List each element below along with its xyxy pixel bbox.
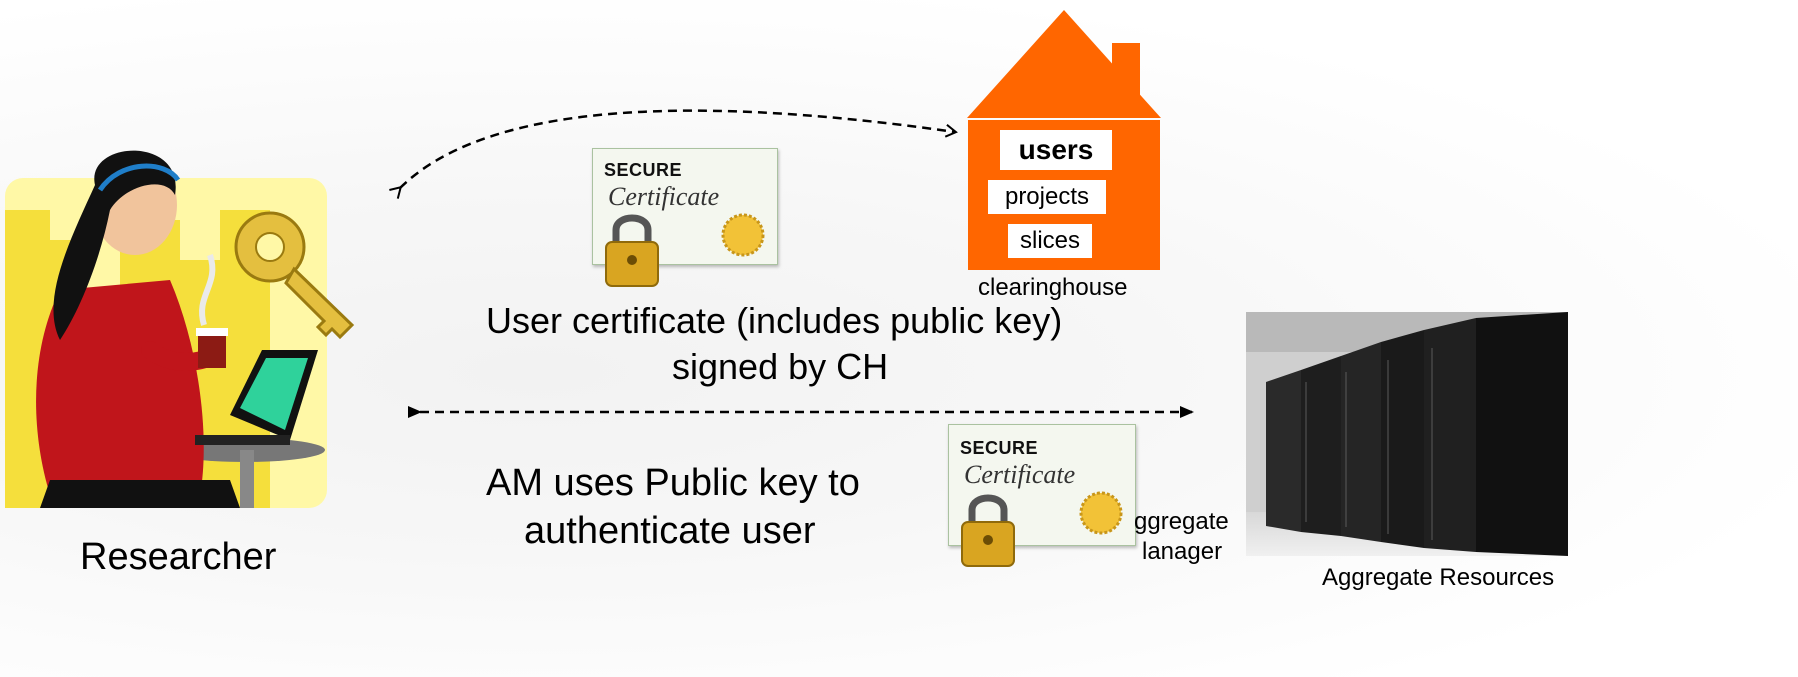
am-caption-line1: AM uses Public key to: [486, 462, 860, 504]
am-caption-line2: authenticate user: [524, 510, 816, 552]
cert-script-text: Certificate: [608, 182, 720, 211]
seal-icon: [1079, 491, 1123, 535]
aggregate-manager-label-line2: lanager: [1142, 538, 1223, 565]
padlock-icon: [605, 214, 659, 287]
aggregate-resources-label: Aggregate Resources: [1322, 564, 1555, 591]
researcher-label: Researcher: [80, 536, 277, 578]
slices-box: slices: [1008, 224, 1092, 258]
projects-box: projects: [988, 180, 1106, 214]
user-cert-caption-line1: User certificate (includes public key): [486, 300, 1063, 341]
user-cert-caption-line2: signed by CH: [672, 346, 889, 387]
user-certificate: SECURE Certificate: [592, 148, 782, 288]
key-icon: [234, 211, 355, 340]
researcher-clearinghouse-arrow: [389, 109, 958, 199]
aggregate-manager-label-line1: ggregate: [1134, 508, 1229, 535]
seal-icon: [721, 213, 765, 257]
server-racks-photo: [1246, 312, 1568, 556]
cert-secure-text: SECURE: [604, 160, 683, 180]
users-box: users: [1000, 130, 1112, 170]
cert-secure-text: SECURE: [960, 438, 1039, 458]
clearinghouse-label: clearinghouse: [978, 274, 1128, 301]
am-certificate: SECURE Certificate: [948, 424, 1138, 570]
padlock-icon: [961, 494, 1015, 567]
cert-script-text: Certificate: [964, 460, 1076, 489]
